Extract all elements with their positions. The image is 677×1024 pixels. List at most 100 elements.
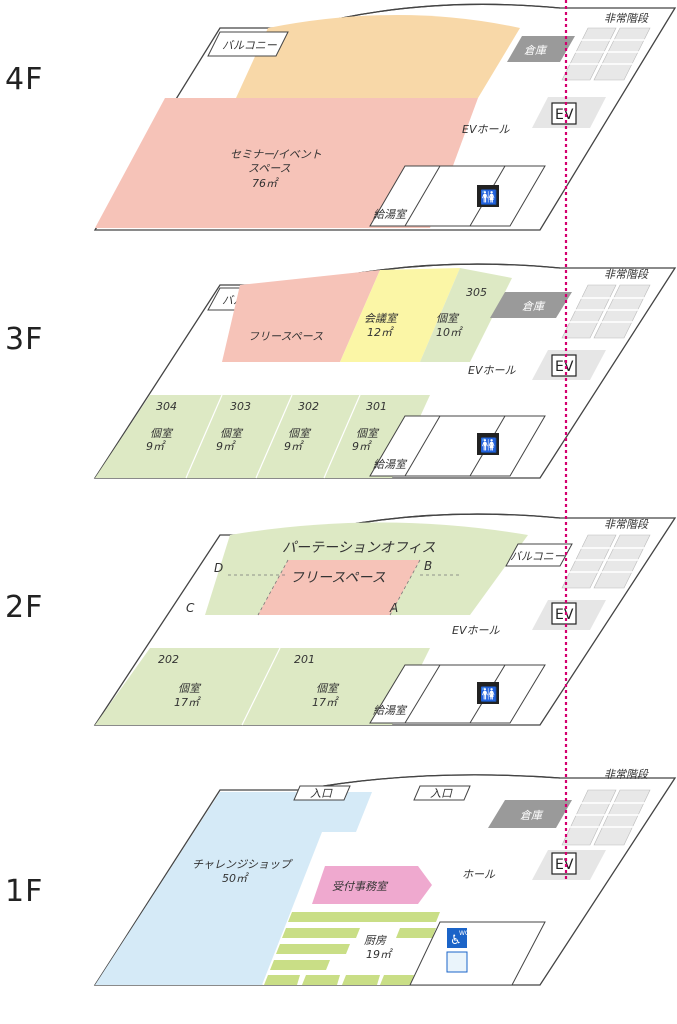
kitchen-counters <box>264 912 440 985</box>
room-304-area: 9㎡ <box>146 440 166 453</box>
emergency-stairs-3f[interactable] <box>561 284 651 339</box>
ev-label-3f: EV <box>555 359 574 375</box>
kitchenette-label-2f: 給湯室 <box>373 704 408 717</box>
seminar-space[interactable] <box>95 98 478 228</box>
room-305-name: 個室 <box>436 312 460 325</box>
balcony-box-4f <box>207 31 289 57</box>
emergency-stairs-4f[interactable] <box>561 27 651 81</box>
ostomate-icon <box>446 951 468 973</box>
room-202-area: 17㎡ <box>174 696 201 709</box>
floor-label-4f: 4F <box>5 62 44 97</box>
stairs-label-1f: 非常階段 <box>604 768 649 781</box>
floor-label-2f: 2F <box>5 590 44 625</box>
reception-office[interactable] <box>312 866 432 904</box>
stairs-label-4f: 非常階段 <box>604 12 649 25</box>
free-space-2f[interactable] <box>258 560 420 615</box>
floor-4f: バルコニー セミナー/イベント スペース 76㎡ 倉庫 非常階段 EV EVホー… <box>93 3 677 231</box>
free-space-label-3f: フリースペース <box>248 330 323 343</box>
room-301-area: 9㎡ <box>352 440 372 453</box>
room-302-num: 302 <box>298 400 319 413</box>
challenge-shop-area: 50㎡ <box>222 872 249 885</box>
private-rooms-3f <box>95 395 430 478</box>
restroom-icon-3f <box>477 433 499 455</box>
ev-box-2f[interactable] <box>551 602 577 625</box>
partition-office-label: パーテーションオフィス <box>282 540 435 556</box>
floor-1f: チャレンジショップ 50㎡ 入口 入口 倉庫 非常階段 受付事務室 ホール EV <box>93 768 677 986</box>
room-301-num: 301 <box>366 400 387 413</box>
stairs-label-3f: 非常階段 <box>604 268 649 281</box>
room-303-name: 個室 <box>220 427 244 440</box>
floor-label-3f: 3F <box>5 322 44 357</box>
balcony-label-2f: バルコニー <box>510 550 566 563</box>
free-space-3f[interactable] <box>222 270 380 362</box>
zone-d-label: D <box>214 561 223 575</box>
balcony-box-2f <box>505 543 573 567</box>
room-302-area: 9㎡ <box>284 440 304 453</box>
ev-hall-label-4f: EVホール <box>462 123 510 136</box>
ev-label-4f: EV <box>555 107 574 123</box>
storage-label-1f: 倉庫 <box>520 809 544 822</box>
free-space-label-2f: フリースペース <box>290 570 386 586</box>
floor-3f: バルコニー フリースペース 会議室 12㎡ 305 個室 10㎡ 倉庫 非常階段… <box>93 263 677 479</box>
entrance-1[interactable] <box>293 785 351 801</box>
reception-label: 受付事務室 <box>332 880 389 893</box>
meeting-room-label: 会議室 <box>364 312 399 325</box>
room-304-name: 個室 <box>150 427 174 440</box>
room-305-area: 10㎡ <box>436 326 463 339</box>
wc-label: WC <box>459 930 469 937</box>
room-303-num: 303 <box>230 400 251 413</box>
ev-label-1f: EV <box>555 857 574 873</box>
storage-label-4f: 倉庫 <box>524 44 548 57</box>
ev-label-2f: EV <box>555 607 574 623</box>
emergency-stairs-1f[interactable] <box>561 789 651 846</box>
private-rooms-2f <box>95 648 430 725</box>
floor-label-1f: 1F <box>5 874 44 909</box>
room-305-num: 305 <box>466 286 487 299</box>
storage-label-3f: 倉庫 <box>522 300 546 313</box>
floor-2f: パーテーションオフィス フリースペース D B C A バルコニー 非常階段 E… <box>93 513 677 726</box>
stairs-label-2f: 非常階段 <box>604 518 649 531</box>
kitchenette-label-3f: 給湯室 <box>373 458 408 471</box>
svg-text:🚻: 🚻 <box>480 686 497 703</box>
challenge-shop-label: チャレンジショップ <box>192 858 293 871</box>
wheelchair-wc-icon <box>447 928 467 948</box>
seminar-label-line2: スペース <box>248 162 291 175</box>
ev-box-1f[interactable] <box>551 852 577 875</box>
room-304-num: 304 <box>156 400 177 413</box>
hall-label: ホール <box>462 868 496 881</box>
storage-1f[interactable] <box>488 800 572 828</box>
meeting-room-area: 12㎡ <box>367 326 394 339</box>
emergency-stairs-2f[interactable] <box>561 534 651 589</box>
seminar-area-label: 76㎡ <box>252 177 279 190</box>
room-201-area: 17㎡ <box>312 696 339 709</box>
zone-c-label: C <box>186 601 195 615</box>
storage-3f[interactable] <box>490 292 572 318</box>
room-302-name: 個室 <box>288 427 312 440</box>
ev-box-4f[interactable] <box>551 102 577 125</box>
room-301-name: 個室 <box>356 427 380 440</box>
zone-a-label: A <box>389 601 398 615</box>
ev-box-3f[interactable] <box>551 354 577 377</box>
challenge-shop[interactable] <box>95 792 372 985</box>
accessible-restroom <box>409 921 546 986</box>
svg-text:🚻: 🚻 <box>480 437 497 454</box>
kitchenette-label-4f: 給湯室 <box>373 208 408 221</box>
room-303-area: 9㎡ <box>216 440 236 453</box>
room-202-name: 個室 <box>178 682 202 695</box>
ev-hall-label-3f: EVホール <box>468 364 516 377</box>
zone-b-label: B <box>424 559 432 573</box>
storage-4f[interactable] <box>507 36 575 62</box>
seminar-label-line1: セミナー/イベント <box>230 148 322 161</box>
entrance-2-label: 入口 <box>430 787 453 800</box>
restroom-icon-4f <box>477 185 499 207</box>
kitchen-area: 19㎡ <box>366 948 393 961</box>
room-201-name: 個室 <box>316 682 340 695</box>
room-202-num: 202 <box>158 653 179 666</box>
entrance-2[interactable] <box>413 785 471 801</box>
restroom-icon-2f <box>477 682 499 704</box>
room-305[interactable] <box>420 268 512 362</box>
kitchen-label: 厨房 <box>364 934 387 947</box>
balcony-area-4f <box>236 15 520 98</box>
room-201-num: 201 <box>294 653 315 666</box>
